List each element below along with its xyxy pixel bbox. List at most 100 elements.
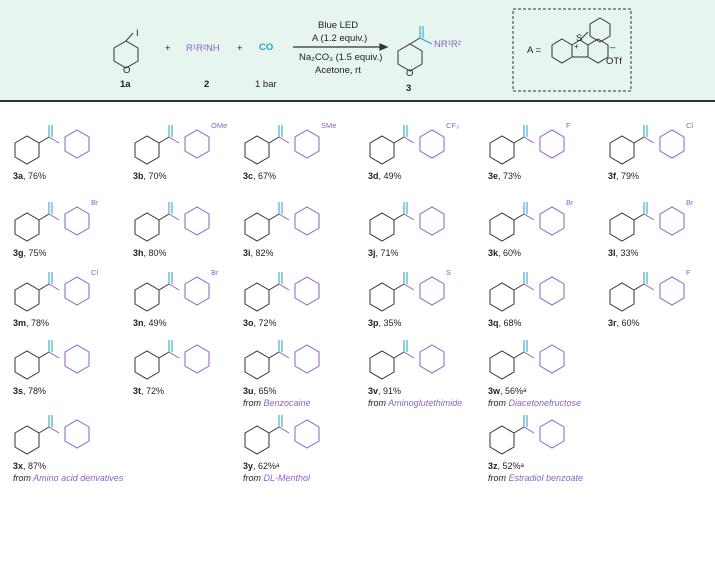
source-label: from Aminoglutethimide: [368, 398, 462, 408]
compound-structure-3y: [244, 415, 320, 455]
compound-label: 3z, 52%ᵃ: [488, 461, 524, 471]
compound-structure-3t: [134, 340, 210, 380]
compound-label: 3m, 78%: [13, 318, 49, 328]
oxygen-label: O: [123, 65, 131, 76]
compound-label: 3t, 72%: [133, 386, 164, 396]
compound-yield: , 82%: [250, 248, 274, 258]
source-prefix: from: [488, 473, 509, 483]
substituent-label: Br: [91, 198, 99, 207]
plus-sign-2: +: [237, 43, 243, 54]
compound-yield: , 80%: [143, 248, 167, 258]
compound-id: 3f: [608, 171, 617, 181]
compound-structure-3o: [244, 272, 320, 312]
compound-structure-3q: [489, 272, 565, 312]
compound-label: 3p, 35%: [368, 318, 402, 328]
reactant-2-label: 2: [204, 79, 210, 90]
compound-structure-3c: [244, 125, 320, 165]
compound-id: 3v: [368, 386, 379, 396]
compound-id: 3o: [243, 318, 254, 328]
reactant-1a-structure: [113, 32, 139, 69]
compound-label: 3u, 65%: [243, 386, 277, 396]
compound-structure-3d: [369, 125, 445, 165]
compound-label: 3v, 91%: [368, 386, 401, 396]
compound-label: 3y, 62%ᵃ: [243, 461, 279, 471]
compound-yield: , 67%: [253, 171, 277, 181]
compound-label: 3d, 49%: [368, 171, 402, 181]
source-label: from DL-Menthol: [243, 473, 310, 483]
compound-yield: , 78%: [26, 318, 50, 328]
compound-yield: , 78%: [23, 386, 47, 396]
compound-yield: , 70%: [143, 171, 167, 181]
substituent-label: S: [446, 268, 452, 277]
substituent-label: CF₃: [446, 121, 460, 130]
compound-yield: , 49%: [143, 318, 167, 328]
compound-id: 3m: [13, 318, 27, 328]
compound-structure-3p: [369, 272, 445, 312]
compound-yield: , 91%: [378, 386, 402, 396]
source-prefix: from: [368, 398, 389, 408]
product-oxygen: O: [406, 68, 414, 79]
compound-yield: , 49%: [378, 171, 402, 181]
substituent-label: Br: [211, 268, 219, 277]
compound-yield: , 73%: [498, 171, 522, 181]
compound-label: 3f, 79%: [608, 171, 639, 181]
compound-yield: , 76%: [23, 171, 47, 181]
compound-label: 3k, 60%: [488, 248, 521, 258]
compound-label: 3g, 75%: [13, 248, 47, 258]
source-name: Amino acid derivatives: [33, 473, 124, 483]
source-prefix: from: [243, 398, 264, 408]
compound-id: 3l: [608, 248, 616, 258]
source-prefix: from: [488, 398, 509, 408]
scheme-drawing: [113, 8, 632, 92]
compound-yield: , 33%: [615, 248, 639, 258]
product-3-structure: [397, 26, 433, 72]
condition-light: Blue LED: [318, 20, 359, 31]
compound-label: 3o, 72%: [243, 318, 277, 328]
compound-yield: , 56%ᵃ: [500, 386, 527, 396]
compound-label: 3l, 33%: [608, 248, 639, 258]
divider: [0, 100, 715, 102]
compound-id: 3y: [243, 461, 254, 471]
iodo-label: I: [136, 28, 139, 39]
compound-yield: , 60%: [616, 318, 640, 328]
compound-label: 3n, 49%: [133, 318, 167, 328]
compound-id: 3s: [13, 386, 24, 396]
compound-structure-3z: [489, 415, 565, 455]
compound-id: 3q: [488, 318, 499, 328]
compound-label: 3c, 67%: [243, 171, 276, 181]
compound-structure-3w: [489, 340, 565, 380]
compound-yield: , 79%: [616, 171, 640, 181]
compound-id: 3z: [488, 461, 498, 471]
compound-label: 3w, 56%ᵃ: [488, 386, 526, 396]
reaction-scheme: [0, 0, 715, 100]
compound-label: 3i, 82%: [243, 248, 274, 258]
compound-structure-3l: [609, 202, 685, 242]
reagent-a-structure: [551, 17, 611, 64]
compound-id: 3d: [368, 171, 379, 181]
compound-label: 3r, 60%: [608, 318, 640, 328]
compound-label: 3h, 80%: [133, 248, 167, 258]
compound-structure-3s: [14, 340, 90, 380]
substituent-label: Br: [686, 198, 694, 207]
source-name: DL-Menthol: [263, 473, 311, 483]
compound-id: 3h: [133, 248, 144, 258]
compound-id: 3p: [368, 318, 379, 328]
compound-id: 3j: [368, 248, 376, 258]
compound-yield: , 75%: [23, 248, 47, 258]
compound-structure-3h: [134, 202, 210, 242]
co-pressure: 1 bar: [255, 79, 277, 90]
compound-id: 3g: [13, 248, 24, 258]
plus-charge: +: [574, 42, 579, 51]
source-name: Aminoglutethimide: [388, 398, 463, 408]
compound-yield: , 52%ᵃ: [497, 461, 524, 471]
compound-yield: , 71%: [375, 248, 399, 258]
source-name: Diacetonefructose: [508, 398, 582, 408]
compound-id: 3e: [488, 171, 499, 181]
compound-structure-3g: [14, 202, 90, 242]
compound-id: 3c: [243, 171, 254, 181]
compound-id: 3n: [133, 318, 144, 328]
source-label: from Amino acid derivatives: [13, 473, 123, 483]
compound-id: 3a: [13, 171, 24, 181]
source-prefix: from: [13, 473, 34, 483]
substituent-label: F: [566, 121, 571, 130]
